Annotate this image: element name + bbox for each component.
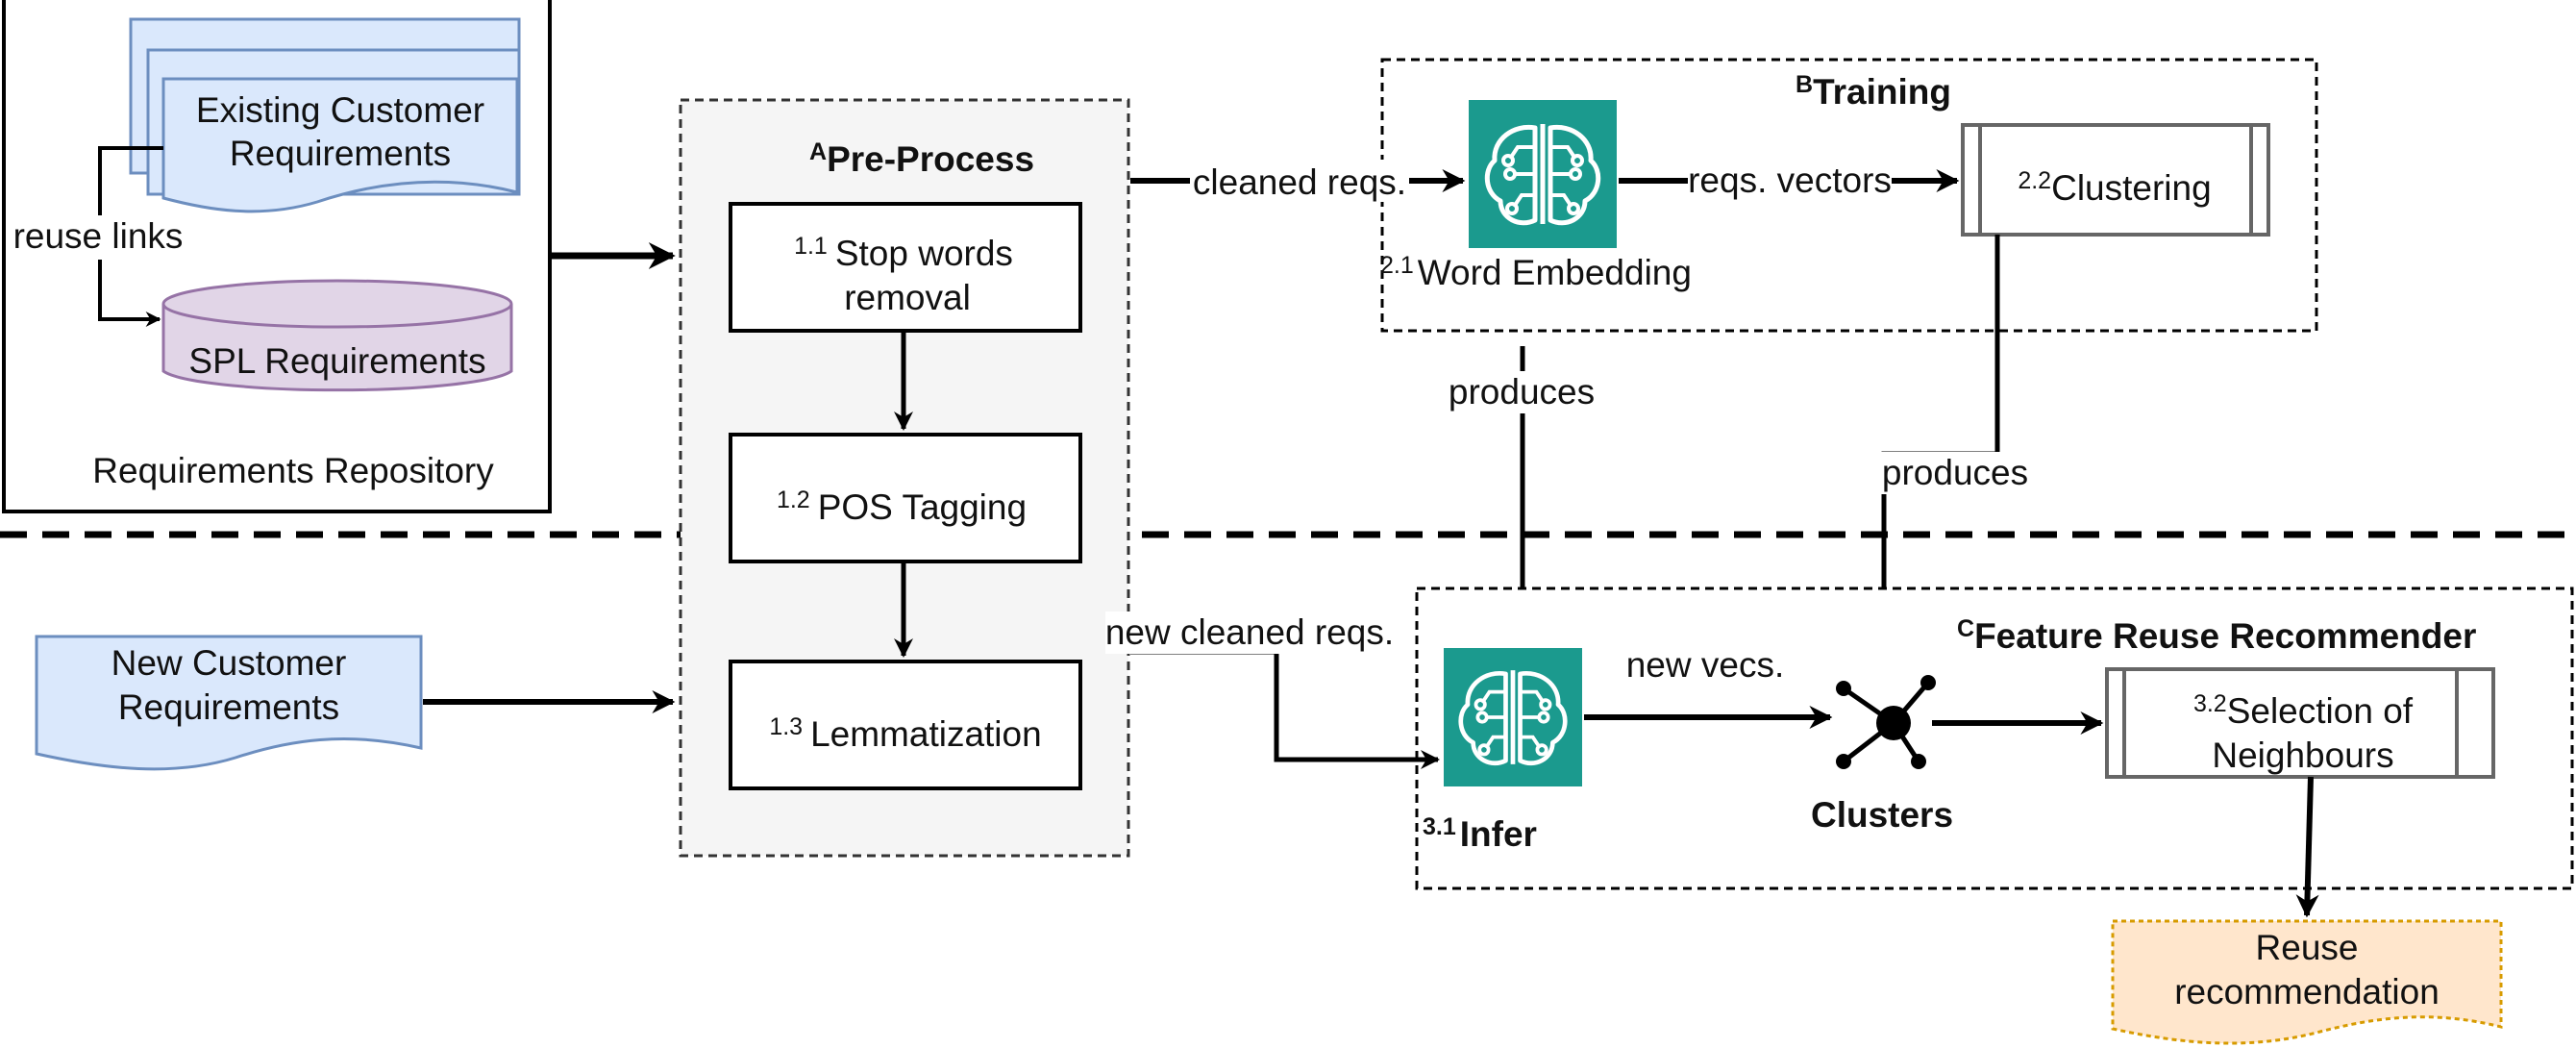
edge-new-cleaned-reqs: new cleaned reqs. — [1105, 612, 1394, 652]
preprocess-title: APre-Process — [809, 138, 1034, 179]
edge-produces-left: produces — [1449, 372, 1595, 412]
spl-requirements-label: SPL Requirements — [188, 341, 485, 381]
clusters-label: Clusters — [1811, 795, 1953, 835]
brain-icon — [1461, 670, 1566, 764]
selection-of-neighbours-node: 3.2Selection of Neighbours — [2105, 667, 2495, 779]
recommender-title: CFeature Reuse Recommender — [1957, 615, 2476, 656]
new-requirements-label-2: Requirements — [118, 687, 339, 727]
clusters-node: Clusters — [1811, 675, 1953, 835]
existing-requirements-label-2: Requirements — [230, 134, 451, 173]
training-title: BTraining — [1796, 71, 1951, 112]
cluster-network-icon — [1836, 675, 1936, 769]
edge-cleaned-reqs: cleaned reqs. — [1193, 162, 1406, 202]
edge-produces-right: produces — [1882, 453, 2028, 492]
reuse-links-label: reuse links — [13, 216, 184, 256]
svg-text:removal: removal — [844, 278, 971, 317]
brain-icon — [1487, 124, 1598, 224]
reuse-recommendation-output: Reuse recommendation — [2111, 919, 2503, 1045]
edge-new-vecs: new vecs. — [1626, 645, 1785, 685]
requirements-repository: Existing Customer Requirements reuse lin… — [2, 0, 552, 513]
new-requirements-label-1: New Customer — [111, 643, 347, 683]
repository-title: Requirements Repository — [92, 451, 494, 490]
spl-requirements-database: SPL Requirements — [161, 279, 513, 392]
existing-requirements-document: Existing Customer Requirements — [129, 17, 521, 213]
reuse-recommendation-label-1: Reuse — [2256, 928, 2359, 967]
edge-reqs-vectors: reqs. vectors — [1688, 161, 1892, 200]
svg-text:Neighbours: Neighbours — [2212, 736, 2393, 775]
new-requirements-document: New Customer Requirements — [35, 635, 423, 771]
clustering-node: 2.2Clustering — [1961, 123, 2270, 237]
svg-text:2.2Clustering: 2.2Clustering — [2018, 167, 2211, 208]
svg-text:3.2Selection of: 3.2Selection of — [2193, 690, 2414, 731]
existing-requirements-label-1: Existing Customer — [196, 90, 484, 130]
reuse-recommendation-label-2: recommendation — [2174, 972, 2440, 1011]
